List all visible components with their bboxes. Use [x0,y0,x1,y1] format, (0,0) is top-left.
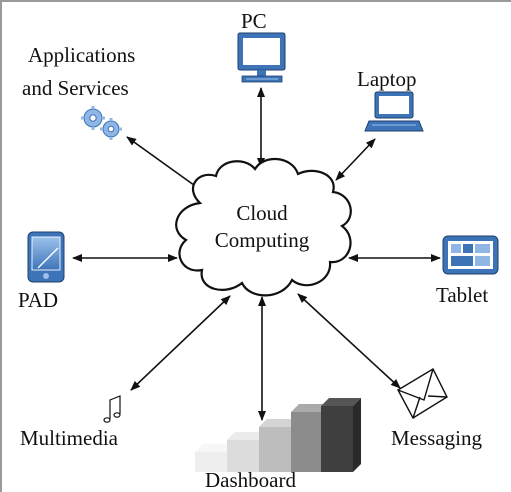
cloud-label-line1: Cloud [236,201,288,225]
connector-laptop [335,138,376,181]
music-note-icon [103,395,121,423]
desktop-pc-icon [237,32,286,83]
connector-apps [126,136,206,194]
pda-icon [27,231,65,283]
laptop-icon [364,91,424,132]
connector-messaging [297,293,401,389]
pad-label: PAD [18,288,59,312]
connector-multimedia [130,295,231,391]
pc-label: PC [241,9,267,33]
messaging-label: Messaging [391,426,482,450]
cloud-label-line2: Computing [214,228,310,252]
tablet-label: Tablet [436,283,489,307]
bar-blocks-icon [195,398,361,472]
cloud-computing-label: Cloud Computing [192,200,332,254]
laptop-label: Laptop [357,67,417,91]
gears-icon [81,106,122,140]
applications-label-line1: Applications [28,43,136,67]
tablet-icon [442,235,499,275]
envelope-icon [397,368,448,419]
frame-border-top [0,0,511,2]
applications-label-line2: and Services [22,76,129,100]
cloud-shape [175,157,352,297]
frame-border-left [0,0,2,492]
dashboard-label: Dashboard [205,468,296,492]
multimedia-label: Multimedia [20,426,118,450]
